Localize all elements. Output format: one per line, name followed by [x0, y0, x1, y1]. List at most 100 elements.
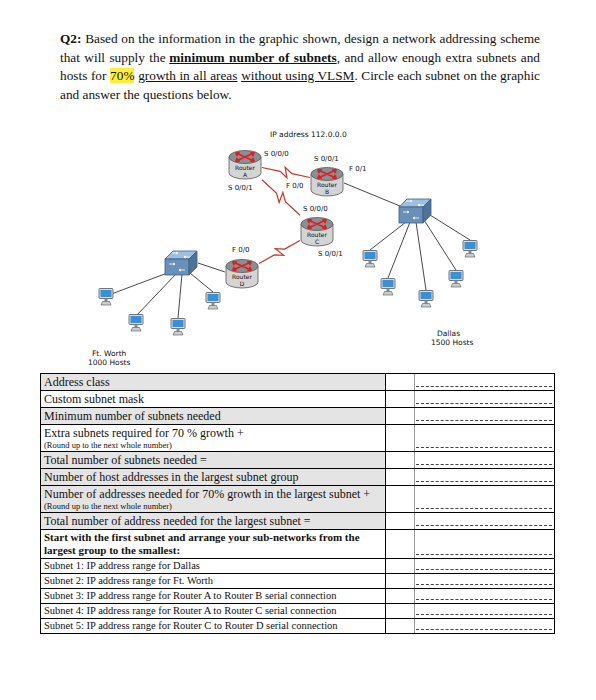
- question-cell: Custom subnet mask: [41, 391, 386, 407]
- interface-label: F 0/0: [286, 182, 304, 190]
- answer-line: [416, 525, 552, 526]
- router-label: Router: [228, 164, 262, 171]
- router-top: [229, 151, 261, 164]
- answer-table: Address classCustom subnet maskMinimum n…: [40, 373, 555, 634]
- answer-cell: [386, 589, 554, 603]
- question-cell: Minimum number of subnets needed: [41, 408, 386, 424]
- interface-label: S 0/0/0: [264, 150, 289, 158]
- question-segment: growth in all areas: [138, 68, 237, 83]
- table-cell-text: Custom subnet mask: [44, 392, 382, 406]
- table-row: Total number of address needed for the l…: [41, 513, 554, 530]
- answer-line: [416, 599, 552, 600]
- ip-address-label: IP address 112.0.0.0: [270, 131, 347, 139]
- question-cell: Number of addresses needed for 70% growt…: [41, 486, 386, 512]
- answer-cell: [386, 374, 554, 390]
- answer-cell: [386, 559, 554, 573]
- router-node: RouterD: [225, 257, 259, 289]
- table-cell-text: Number of addresses needed for 70% growt…: [44, 487, 382, 501]
- question-cell: Subnet 4: IP address range for Router A …: [41, 604, 386, 618]
- answer-line: [416, 508, 552, 509]
- table-cell-text: Subnet 3: IP address range for Router A …: [44, 590, 382, 602]
- router-text-area: RouterA: [228, 148, 262, 178]
- table-row: Extra subnets required for 70 % growth +…: [41, 425, 554, 452]
- answer-line: [416, 481, 552, 482]
- router-label: A: [228, 171, 262, 178]
- cell-divider: [414, 530, 415, 558]
- interface-label: S 0/0/1: [314, 155, 339, 163]
- cell-divider: [414, 408, 415, 424]
- table-cell-text: Subnet 5: IP address range for Router C …: [44, 620, 382, 632]
- serial-link: [259, 241, 300, 264]
- question-text: Q2:Based on the information in the graph…: [60, 30, 540, 104]
- router-node: RouterA: [228, 148, 262, 180]
- table-row: Address class: [41, 374, 554, 391]
- cell-divider: [414, 425, 415, 451]
- answer-cell: [386, 513, 554, 529]
- answer-line: [416, 554, 552, 555]
- answer-line: [416, 403, 552, 404]
- answer-cell: [386, 469, 554, 485]
- question-cell: Start with the first subnet and arrange …: [41, 530, 386, 558]
- table-cell-text: Number of host addresses in the largest …: [44, 470, 382, 484]
- router-label: B: [310, 188, 344, 195]
- table-row: Subnet 4: IP address range for Router A …: [41, 604, 554, 619]
- table-cell-text: Address class: [44, 375, 382, 389]
- cell-divider: [414, 619, 415, 633]
- router-top: [311, 168, 343, 181]
- table-cell-text: (Round up to the next whole number): [44, 501, 382, 511]
- table-row: Start with the first subnet and arrange …: [41, 530, 554, 559]
- table-cell-text: Start with the first subnet and arrange …: [44, 531, 382, 557]
- answer-line: [416, 447, 552, 448]
- cell-divider: [414, 469, 415, 485]
- answer-line: [416, 420, 552, 421]
- router-label: D: [225, 280, 259, 287]
- interface-label: S 0/0/1: [228, 184, 253, 192]
- answer-line: [416, 614, 552, 615]
- site-name: Dallas: [437, 330, 460, 338]
- interface-label: F 0/0: [232, 246, 250, 254]
- cell-divider: [414, 574, 415, 588]
- router-label: Router: [225, 273, 259, 280]
- answer-cell: [386, 486, 554, 512]
- cell-divider: [414, 589, 415, 603]
- table-row: Number of host addresses in the largest …: [41, 469, 554, 486]
- table-row: Subnet 5: IP address range for Router C …: [41, 619, 554, 633]
- router-top: [226, 260, 258, 273]
- answer-cell: [386, 391, 554, 407]
- interface-label: S 0/0/0: [303, 205, 328, 213]
- question-cell: Subnet 2: IP address range for Ft. Worth: [41, 574, 386, 588]
- answer-cell: [386, 619, 554, 633]
- serial-link: [262, 167, 310, 178]
- table-cell-text: Subnet 4: IP address range for Router A …: [44, 605, 382, 617]
- router-arrows: [236, 153, 254, 161]
- table-row: Number of addresses needed for 70% growt…: [41, 486, 554, 513]
- host-count: 1000 Hosts: [88, 359, 130, 367]
- answer-line: [416, 569, 552, 570]
- cell-divider: [414, 513, 415, 529]
- answer-cell: [386, 530, 554, 558]
- cell-divider: [414, 391, 415, 407]
- question-cell: Number of host addresses in the largest …: [41, 469, 386, 485]
- table-cell-text: Extra subnets required for 70 % growth +: [44, 426, 382, 440]
- interface-label: F 0/1: [349, 165, 367, 173]
- host-count: 1500 Hosts: [431, 339, 473, 347]
- table-row: Subnet 3: IP address range for Router A …: [41, 589, 554, 604]
- router-node: RouterC: [300, 215, 334, 247]
- table-row: Custom subnet mask: [41, 391, 554, 408]
- cell-divider: [414, 374, 415, 390]
- router-arrows: [233, 262, 251, 270]
- table-row: Subnet 1: IP address range for Dallas: [41, 559, 554, 574]
- router-top: [301, 218, 333, 231]
- answer-cell: [386, 604, 554, 618]
- table-cell-text: Minimum number of subnets needed: [44, 409, 382, 423]
- question-segment: minimum number of subnets: [169, 50, 336, 65]
- table-row: Subnet 2: IP address range for Ft. Worth: [41, 574, 554, 589]
- question-cell: Total number of subnets needed =: [41, 452, 386, 468]
- table-cell-text: Subnet 1: IP address range for Dallas: [44, 560, 382, 572]
- answer-cell: [386, 574, 554, 588]
- answer-cell: [386, 408, 554, 424]
- table-cell-text: Subnet 2: IP address range for Ft. Worth: [44, 575, 382, 587]
- answer-line: [416, 386, 552, 387]
- answer-cell: [386, 452, 554, 468]
- router-label: Router: [300, 231, 334, 238]
